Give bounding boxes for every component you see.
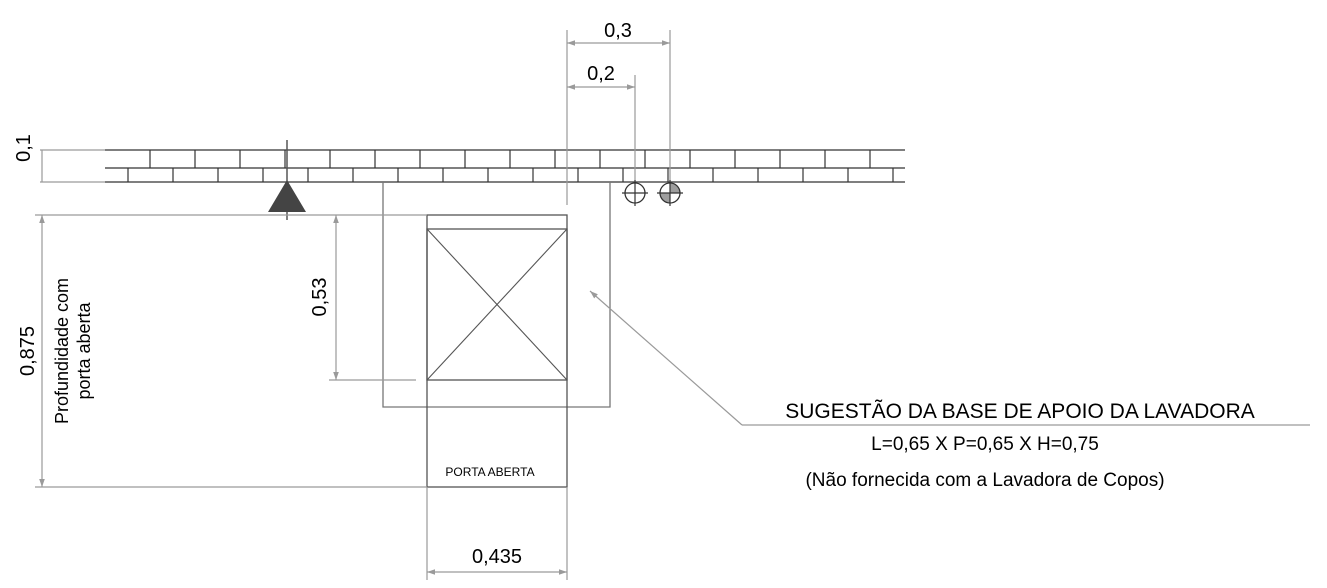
support-base-callout: SUGESTÃO DA BASE DE APOIO DA LAVADORA L=… — [589, 290, 1310, 491]
wall — [105, 149, 905, 183]
dimension-pipe-offset: 0,2 — [567, 63, 636, 182]
depth-label-line1: Profundidade com — [52, 278, 72, 424]
dimension-0-2-text: 0,2 — [587, 63, 615, 85]
level-marker — [268, 140, 306, 220]
dimension-wall-thickness: 0,1 — [13, 134, 105, 183]
dimension-machine-depth: 0,53 — [309, 215, 416, 381]
dimension-0-3-text: 0,3 — [604, 20, 632, 42]
door-open-label: PORTA ABERTA — [445, 465, 534, 479]
support-base-title: SUGESTÃO DA BASE DE APOIO DA LAVADORA — [785, 399, 1255, 423]
water-pipe-hot-icon — [657, 180, 683, 206]
dimension-total-depth: 0,875 Profundidade com porta aberta — [17, 214, 427, 488]
support-base-disclaimer: (Não fornecida com a Lavadora de Copos) — [805, 470, 1164, 491]
water-pipe-cold-icon — [622, 180, 648, 206]
support-base-size: L=0,65 X P=0,65 X H=0,75 — [871, 434, 1099, 455]
dimension-0-435-text: 0,435 — [472, 546, 522, 568]
depth-label-line2: porta aberta — [74, 301, 94, 399]
dimension-0-1-text: 0,1 — [13, 134, 35, 162]
dimension-top-width: 0,3 — [566, 20, 671, 205]
dimension-0-875-text: 0,875 — [17, 326, 39, 376]
support-base-outline — [382, 182, 611, 408]
dimension-0-53-text: 0,53 — [309, 278, 331, 317]
dishwasher-machine: PORTA ABERTA — [426, 214, 568, 488]
dimension-door-width: 0,435 — [426, 487, 568, 580]
